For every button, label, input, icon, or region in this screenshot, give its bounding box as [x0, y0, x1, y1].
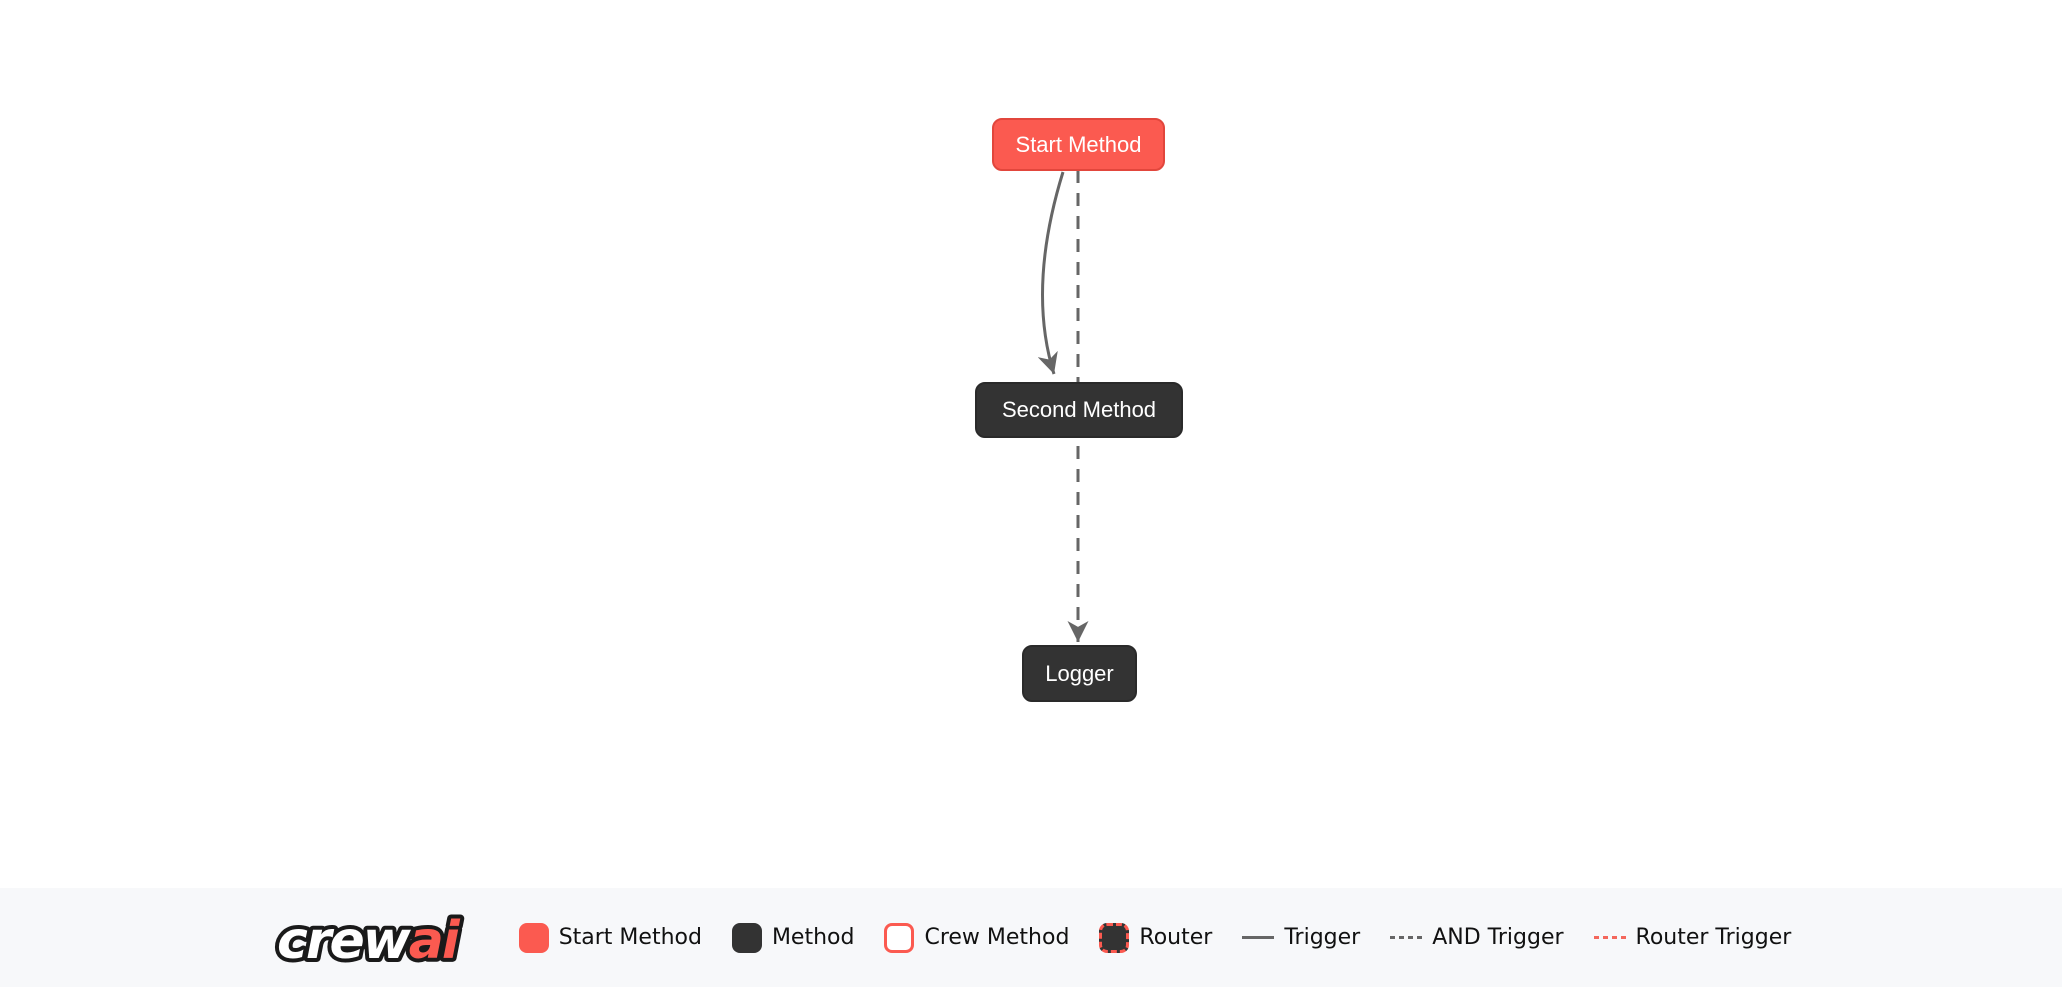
- and-trigger-line-icon: [1390, 936, 1423, 939]
- router-trigger-line-icon: [1593, 936, 1626, 939]
- legend-label-router-trigger: Router Trigger: [1635, 924, 1792, 950]
- crew-method-swatch-icon: [884, 922, 915, 953]
- crewai-logo-icon: crewai: [273, 907, 467, 975]
- crewai-logo: crewai: [271, 898, 489, 978]
- node-logger[interactable]: Logger: [1022, 645, 1137, 702]
- legend-label-crew-method: Crew Method: [924, 924, 1070, 950]
- legend-label-router: Router: [1139, 924, 1213, 950]
- legend-item-router: Router: [1099, 922, 1213, 953]
- logo-text-crew: crew: [277, 911, 412, 971]
- legend-item-and-trigger: AND Trigger: [1390, 924, 1564, 950]
- start-method-swatch-icon: [518, 922, 549, 953]
- router-swatch-icon: [1099, 922, 1130, 953]
- legend-item-method: Method: [731, 922, 855, 953]
- method-swatch-icon: [731, 922, 762, 953]
- legend-bar: crewai Start Method Method Crew Method R…: [0, 888, 2062, 987]
- legend-item-router-trigger: Router Trigger: [1593, 924, 1792, 950]
- legend-item-crew-method: Crew Method: [884, 922, 1070, 953]
- legend-label-start-method: Start Method: [558, 924, 702, 950]
- legend-label-trigger: Trigger: [1284, 924, 1361, 950]
- legend-item-trigger: Trigger: [1242, 924, 1361, 950]
- logo-text-ai: ai: [408, 911, 460, 971]
- edge-trigger-solid: [1037, 171, 1065, 375]
- legend-item-start-method: Start Method: [518, 922, 702, 953]
- legend-label-method: Method: [771, 924, 855, 950]
- logo-text: crewai: [277, 911, 461, 971]
- node-second-method[interactable]: Second Method: [975, 382, 1183, 438]
- node-start-method[interactable]: Start Method: [992, 118, 1165, 171]
- legend-label-and-trigger: AND Trigger: [1432, 924, 1564, 950]
- trigger-line-icon: [1242, 936, 1275, 939]
